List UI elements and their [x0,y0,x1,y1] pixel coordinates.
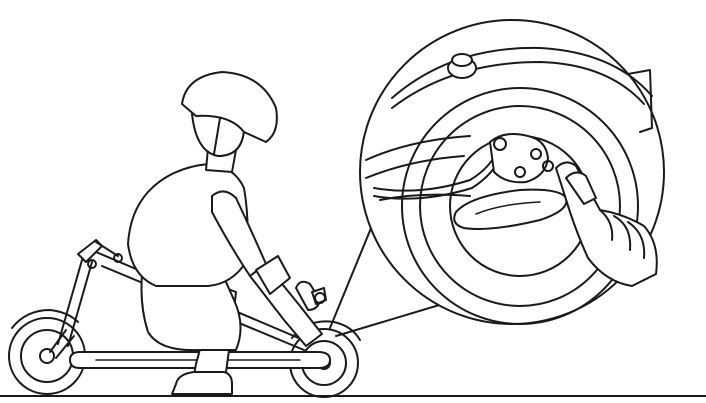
rider-shoe [172,372,232,394]
fender-bolt [448,54,476,78]
rider [128,72,326,394]
